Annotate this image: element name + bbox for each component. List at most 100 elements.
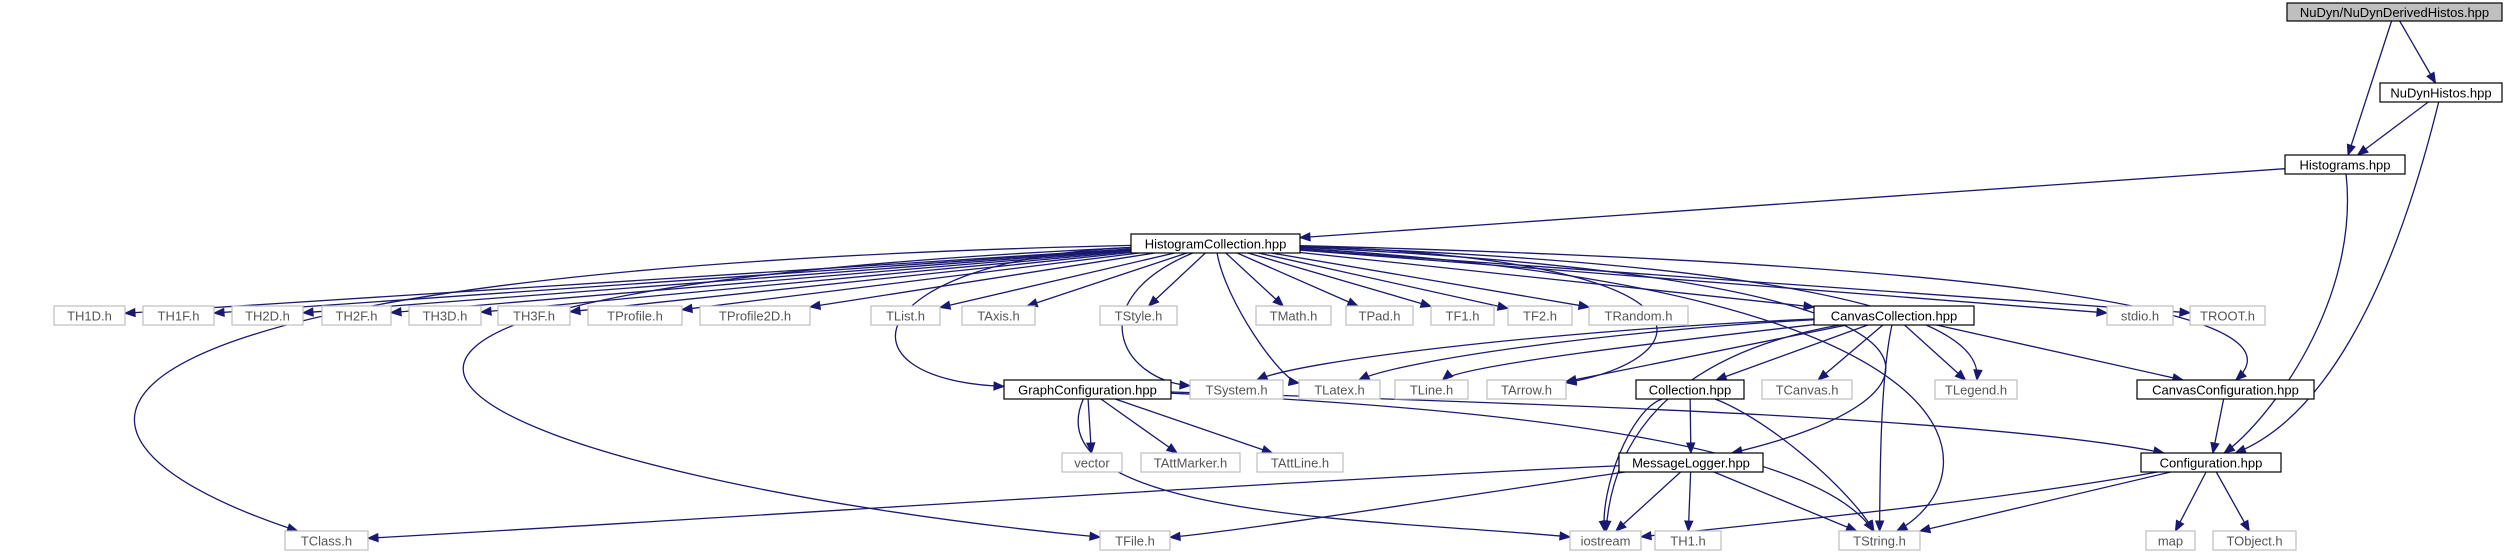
- edge-histocoll-to-trandom: [1271, 252, 1591, 310]
- node-tf2: TF2.h: [1507, 305, 1573, 326]
- node-label: TStyle.h: [1115, 309, 1163, 324]
- node-label: TH1D.h: [67, 309, 112, 324]
- node-tline: TLine.h: [1394, 379, 1469, 400]
- node-label: TObject.h: [2226, 534, 2282, 549]
- node-label: TH3D.h: [423, 309, 468, 324]
- arrowhead-icon: [1685, 442, 1696, 455]
- arrowhead-icon: [1684, 520, 1694, 533]
- arrowhead-icon: [1564, 374, 1578, 385]
- node-label: iostream: [1581, 534, 1631, 549]
- edge-histocoll-to-th1f: [212, 248, 1132, 318]
- node-th1d: TH1D.h: [53, 305, 126, 326]
- edge-msglogger-to-tfile: [1168, 471, 1626, 542]
- arrowhead-icon: [1973, 369, 1983, 382]
- node-label: HistogramCollection.hpp: [1145, 237, 1287, 252]
- arrowhead-icon: [1577, 300, 1591, 310]
- edge-msglogger-to-th1: [1684, 471, 1694, 533]
- edge-histocoll-to-tprofile2d: [808, 252, 1155, 310]
- arrowhead-icon: [1357, 371, 1371, 381]
- edge-canvascoll-to-tsystem: [1255, 318, 1815, 381]
- arrowhead-icon: [2234, 369, 2247, 381]
- node-label: TClass.h: [301, 534, 352, 549]
- node-label: TArrow.h: [1501, 383, 1552, 398]
- arrowhead-icon: [2179, 307, 2192, 317]
- node-root[interactable]: NuDyn/NuDynDerivedHistos.hpp: [2286, 2, 2503, 22]
- node-tattline: TAttLine.h: [1256, 452, 1344, 473]
- edge-canvascoll-to-canvasconf: [1936, 324, 2185, 383]
- node-canvasconf[interactable]: CanvasConfiguration.hpp: [2136, 379, 2315, 400]
- arrowhead-icon: [808, 300, 822, 310]
- node-canvascoll[interactable]: CanvasCollection.hpp: [1813, 305, 1975, 326]
- node-label: TH3F.h: [513, 309, 555, 324]
- arrowhead-icon: [1179, 380, 1192, 390]
- node-tlatex: TLatex.h: [1298, 379, 1381, 400]
- arrowhead-icon: [212, 307, 225, 318]
- edge-histocoll-to-tlist: [938, 252, 1175, 310]
- arrowhead-icon: [2234, 444, 2247, 454]
- node-label: NuDynHistos.hpp: [2390, 86, 2491, 101]
- node-taxis: TAxis.h: [961, 305, 1036, 326]
- node-label: TAxis.h: [977, 309, 1019, 324]
- arrowhead-icon: [2174, 519, 2185, 533]
- edge-histograms-to-configuration: [2223, 173, 2349, 454]
- node-label: TH2F.h: [336, 309, 378, 324]
- edge-histograms-to-histocoll: [1298, 168, 2286, 242]
- node-label: TH1.h: [1670, 534, 1705, 549]
- node-label: TF2.h: [1523, 309, 1557, 324]
- edge-histocoll-to-tfile: [462, 246, 1132, 541]
- node-collection[interactable]: Collection.hpp: [1635, 379, 1745, 400]
- edge-histocoll-to-tstring: [1299, 247, 1945, 532]
- edge-msglogger-to-tstring: [1713, 471, 1858, 532]
- node-label: TLatex.h: [1314, 383, 1365, 398]
- node-histograms[interactable]: Histograms.hpp: [2284, 154, 2406, 175]
- node-label: TRandom.h: [1605, 309, 1673, 324]
- arrowhead-icon: [1255, 371, 1269, 381]
- edge-root-to-nudynhistos: [2399, 20, 2437, 85]
- arrowhead-icon: [2096, 307, 2109, 317]
- node-msglogger[interactable]: MessageLogger.hpp: [1618, 452, 1764, 473]
- arrowhead-icon: [123, 307, 136, 318]
- arrowhead-icon: [1639, 530, 1652, 541]
- node-label: TROOT.h: [2200, 309, 2255, 324]
- node-label: TProfile2D.h: [719, 309, 791, 324]
- edge-msglogger-to-iostream: [1614, 471, 1682, 532]
- arrowhead-icon: [680, 303, 694, 314]
- arrowhead-icon: [479, 306, 492, 316]
- arrowhead-icon: [1714, 371, 1728, 381]
- edge-canvascoll-to-tarrow: [1564, 324, 1847, 385]
- edge-histocoll-to-th1d: [123, 248, 1132, 318]
- node-troot: TROOT.h: [2189, 305, 2266, 326]
- node-histocoll[interactable]: HistogramCollection.hpp: [1130, 233, 1301, 254]
- edge-canvascoll-to-tcanvas: [1817, 324, 1884, 381]
- node-label: TAttLine.h: [1271, 456, 1329, 471]
- arrowhead-icon: [1918, 523, 1932, 534]
- edge-configuration-to-map: [2174, 471, 2207, 533]
- node-map: map: [2145, 530, 2196, 551]
- node-label: TSystem.h: [1205, 383, 1267, 398]
- node-graphconf[interactable]: GraphConfiguration.hpp: [1003, 379, 1172, 400]
- arrowhead-icon: [389, 307, 402, 317]
- node-tattmarker: TAttMarker.h: [1140, 452, 1241, 473]
- node-tprofile2d: TProfile2D.h: [699, 305, 811, 326]
- arrowhead-icon: [1817, 369, 1830, 381]
- arrowhead-icon: [2356, 144, 2369, 156]
- node-label: TLegend.h: [1945, 383, 2007, 398]
- arrowhead-icon: [301, 307, 314, 317]
- node-label: stdio.h: [2121, 309, 2159, 324]
- edge-graphconf-to-vector: [1086, 398, 1096, 455]
- node-tfile: TFile.h: [1099, 530, 1171, 551]
- node-tprofile: TProfile.h: [587, 305, 683, 326]
- node-label: TFile.h: [1115, 534, 1155, 549]
- arrowhead-icon: [2210, 441, 2220, 455]
- arrowhead-icon: [1165, 443, 1179, 454]
- arrowhead-icon: [1260, 445, 1274, 455]
- node-label: TH2D.h: [245, 309, 290, 324]
- node-nudynhistos[interactable]: NuDynHistos.hpp: [2379, 82, 2503, 103]
- node-label: TH1F.h: [158, 309, 200, 324]
- arrowhead-icon: [1346, 297, 1360, 307]
- arrowhead-icon: [1895, 521, 1909, 532]
- edge-graphconf-to-tattmarker: [1100, 398, 1179, 454]
- edge-canvasconf-to-configuration: [2210, 398, 2225, 455]
- node-configuration[interactable]: Configuration.hpp: [2140, 452, 2282, 473]
- node-iostream: iostream: [1569, 530, 1642, 551]
